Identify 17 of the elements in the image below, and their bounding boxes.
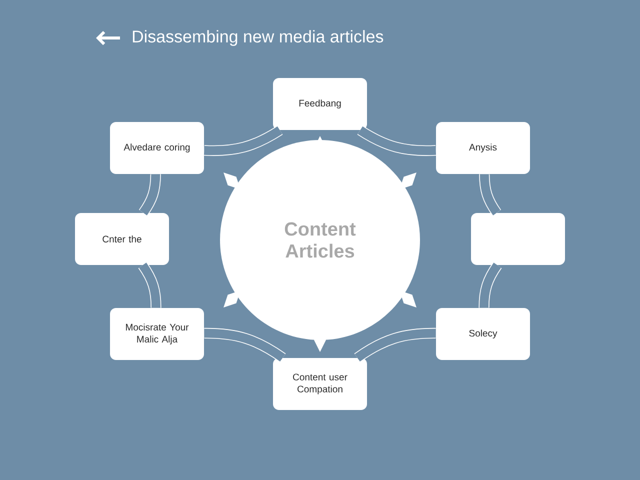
double-arc [354,328,436,362]
topic-box: Solecy [436,308,530,360]
topic-box: Mocisrate Your Malic Alja [110,308,204,360]
topic-box [471,213,565,265]
topic-box: Feedbang [273,78,367,130]
double-arc [204,328,286,362]
double-arc [478,262,502,308]
topic-box: Content user Compation [273,358,367,410]
double-arc [357,126,436,156]
topic-box: Alvedare coring [110,122,204,174]
title: Disassembing new media articles [132,30,384,46]
double-arc [138,174,161,216]
topic-box: Cnter the [75,213,169,265]
topic-box: Anysis [436,122,530,174]
double-arc [204,126,283,156]
double-arc [138,262,162,308]
double-arc [479,174,502,216]
